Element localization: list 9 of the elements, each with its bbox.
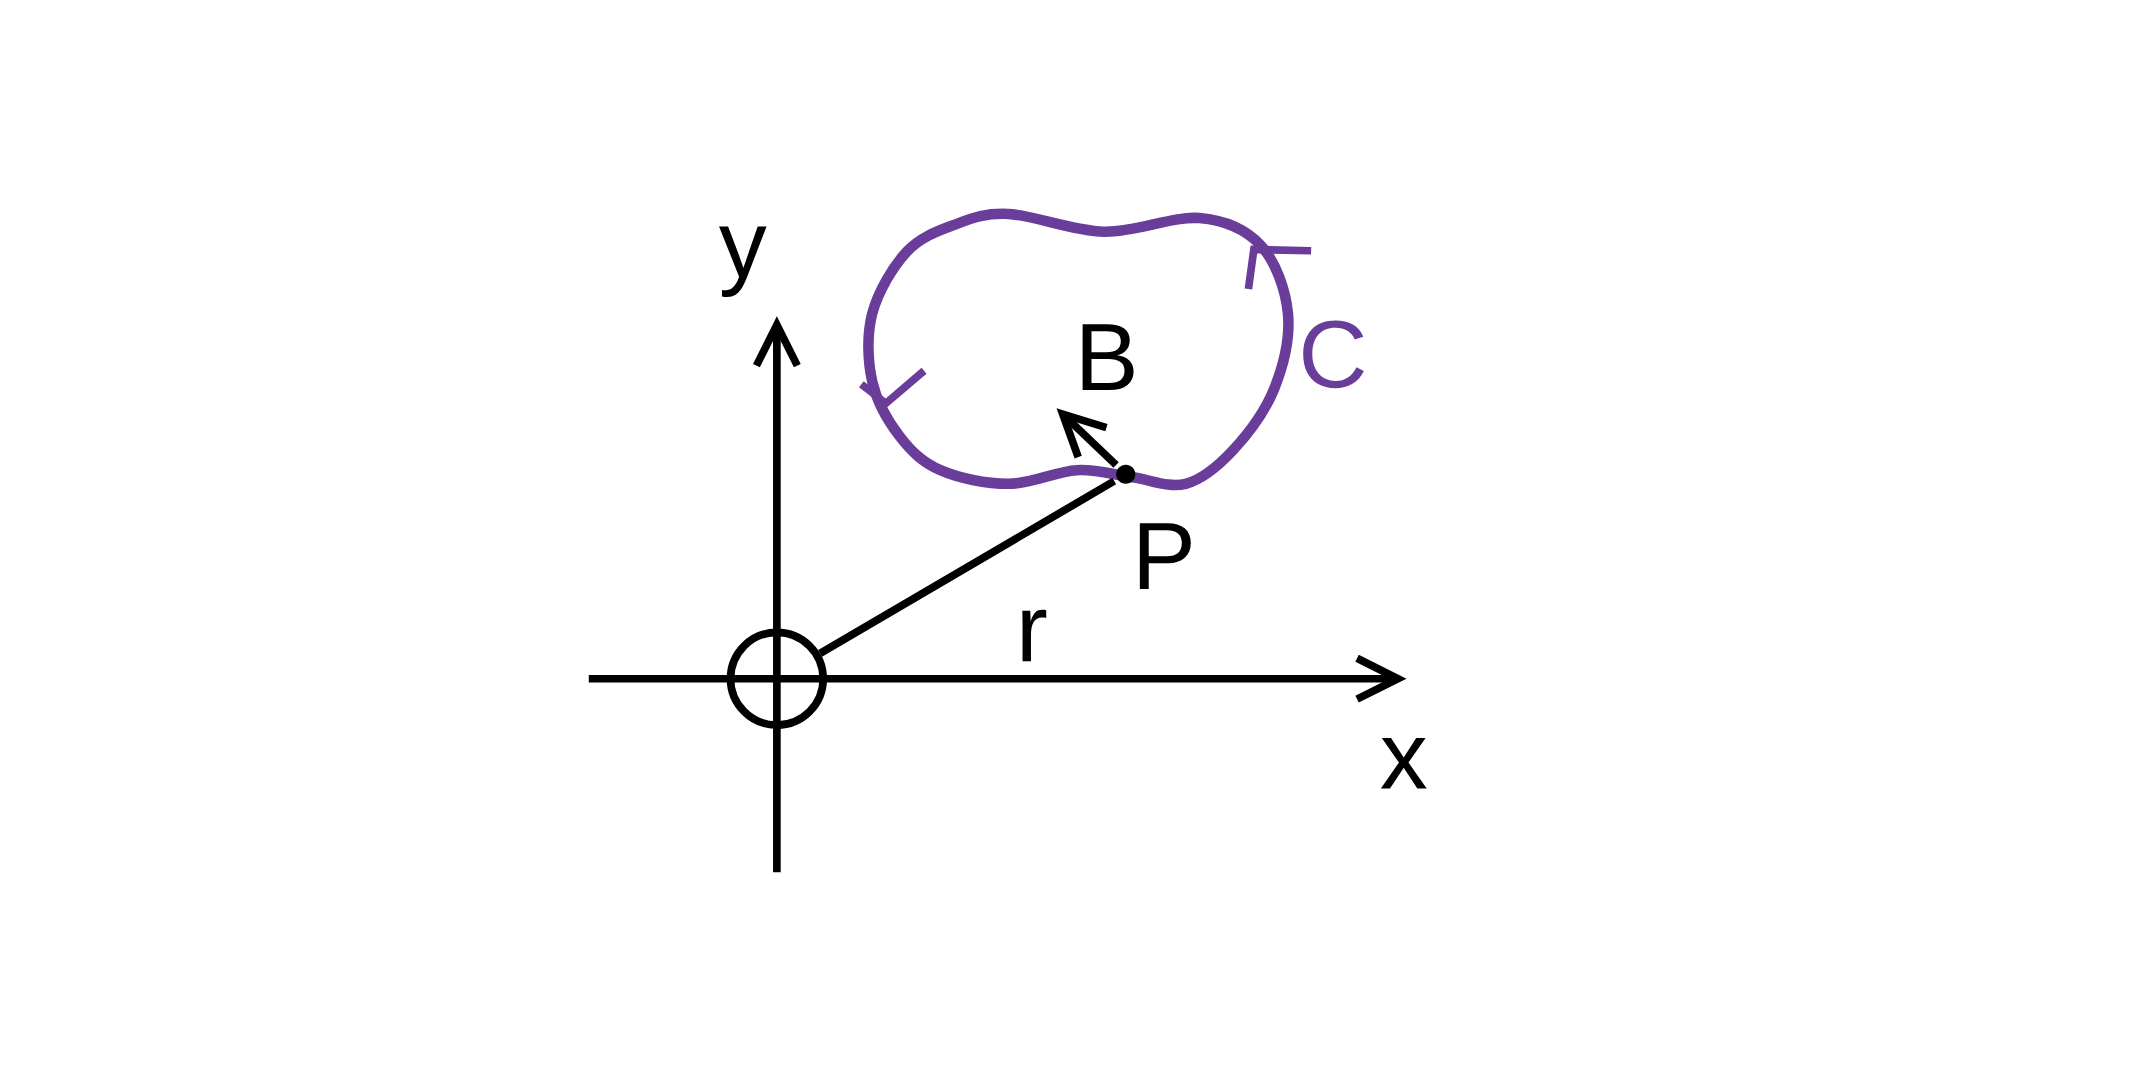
- edge-label: r: [1022, 610, 1047, 662]
- axis-label: y: [719, 226, 767, 298]
- origin-circle: [726, 628, 828, 730]
- axis-label: x: [1380, 738, 1427, 789]
- node-label: C: [1303, 320, 1364, 389]
- node-label: B: [1082, 324, 1134, 391]
- point-label: P: [1139, 523, 1191, 590]
- point-dot: [1116, 465, 1136, 485]
- line: [818, 478, 1117, 657]
